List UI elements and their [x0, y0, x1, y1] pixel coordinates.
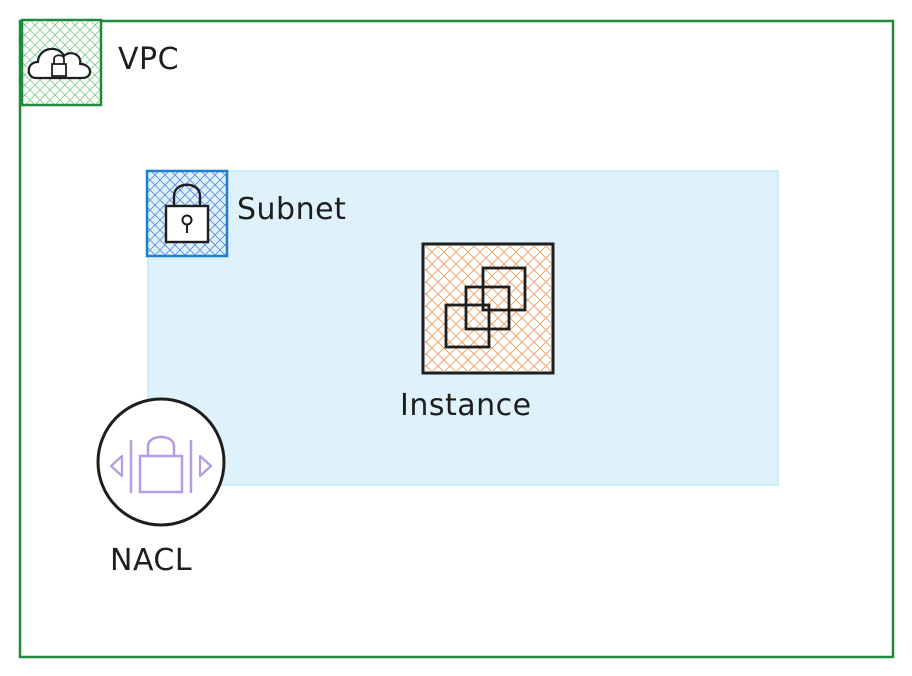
subnet-label: Subnet — [237, 192, 347, 227]
firewall-lock-icon[interactable] — [96, 397, 226, 527]
cloud-lock-icon — [20, 18, 103, 107]
stacked-squares-icon[interactable] — [421, 242, 555, 375]
nacl-label: NACL — [110, 543, 193, 578]
padlock-icon — [145, 169, 229, 258]
vpc-label: VPC — [118, 42, 180, 77]
vpc-container[interactable] — [18, 19, 895, 659]
instance-label: Instance — [400, 388, 532, 423]
